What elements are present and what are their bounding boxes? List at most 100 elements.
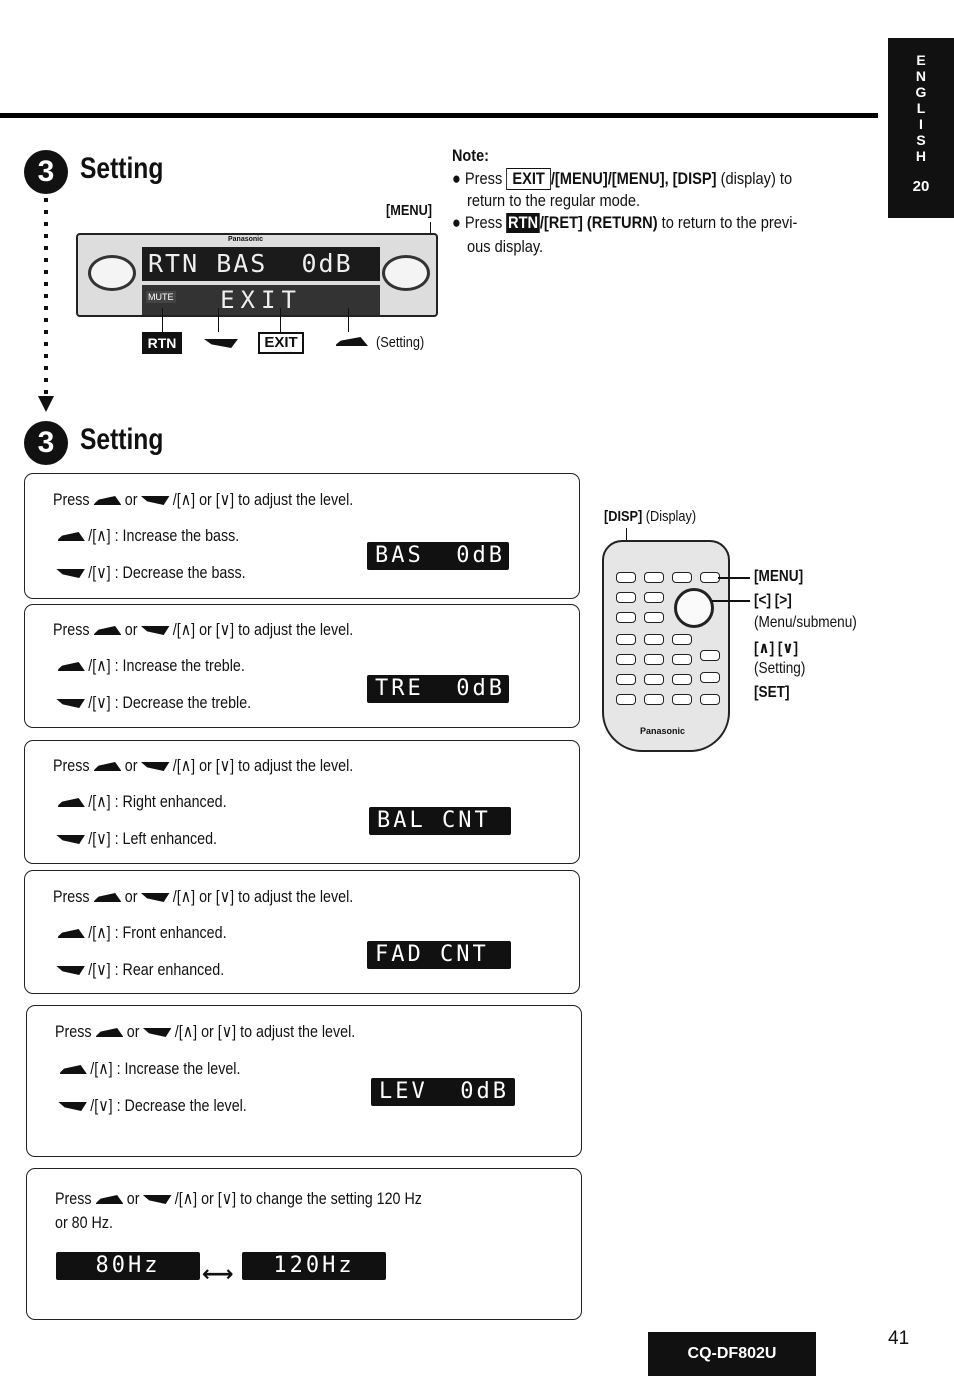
rtn-key: RTN [506, 213, 540, 233]
up-instruction: /[∧] : Front enhanced. [53, 923, 227, 943]
down-pointer-line [218, 308, 219, 332]
note-line-3: ● Press RTN/[RET] (RETURN) to return to … [452, 213, 797, 233]
up-instruction-text: /[∧] : Increase the level. [90, 1059, 241, 1078]
rtn-pointer-line [162, 308, 163, 332]
lang-letter: I [919, 116, 923, 132]
remote-button[interactable] [616, 674, 636, 685]
or-word: or [124, 887, 138, 906]
rtn-button[interactable]: RTN [142, 332, 182, 354]
press-word: Press [55, 1022, 92, 1041]
remote-button[interactable] [672, 654, 692, 665]
menu-button[interactable] [700, 572, 720, 583]
up-button-icon [56, 929, 85, 939]
remote-button[interactable] [644, 572, 664, 583]
press-instruction-text: /[∧] or [∨] to change the setting 120 Hz [174, 1189, 422, 1208]
or-word: or [124, 620, 138, 639]
section-title-main: Setting [80, 423, 164, 456]
lcd-readout: LEV 0dB [371, 1078, 515, 1106]
up-button-icon [56, 532, 85, 542]
jog-dial-icon[interactable] [674, 588, 714, 628]
remote-brand: Panasonic [640, 726, 686, 736]
remote-button[interactable] [616, 592, 636, 603]
down-button-icon[interactable] [204, 339, 238, 348]
page-number: 41 [888, 1328, 910, 1349]
down-button-icon [140, 626, 170, 636]
remote-button[interactable] [672, 634, 692, 645]
down-button-icon [140, 893, 170, 903]
note-line-1: ● Press EXIT/[MENU]/[MENU], [DISP] (disp… [452, 168, 792, 190]
press-instruction-text: /[∧] or [∨] to adjust the level. [172, 887, 354, 906]
remote-ud-label: [∧] [∨] [754, 640, 798, 657]
or-word: or [124, 756, 138, 775]
up-button-icon [94, 1028, 124, 1038]
flow-dotted-line [44, 198, 48, 398]
lang-letter: L [916, 100, 926, 116]
down-button-icon [58, 1102, 87, 1112]
remote-button[interactable] [616, 612, 636, 623]
flow-arrow-icon [38, 396, 54, 412]
remote-button[interactable] [672, 572, 692, 583]
down-button-icon [142, 1195, 172, 1205]
exit-pointer-line [280, 308, 281, 332]
up-button[interactable] [700, 650, 720, 661]
remote-button[interactable] [644, 654, 664, 665]
press-instruction-text: /[∧] or [∨] to adjust the level. [172, 620, 354, 639]
lang-letter: G [915, 84, 927, 100]
head-unit-display-bottom: EXIT [142, 285, 380, 315]
up-instruction: /[∧] : Increase the treble. [53, 656, 245, 676]
down-button-icon [140, 496, 170, 506]
up-button-icon [92, 893, 122, 903]
remote-button[interactable] [616, 634, 636, 645]
model-number: CQ-DF802U [648, 1332, 816, 1376]
down-button-icon [142, 1028, 172, 1038]
down-instruction-text: /[∨] : Rear enhanced. [88, 960, 225, 979]
remote-button[interactable] [616, 694, 636, 705]
up-button-icon [92, 496, 122, 506]
down-button-icon [56, 835, 85, 845]
step-number-top: 3 [24, 150, 68, 194]
remote-button[interactable] [616, 654, 636, 665]
remote-button[interactable] [672, 694, 692, 705]
note-text: ● Press [452, 169, 507, 188]
remote-lr-label: [<] [>] [754, 592, 792, 609]
note-text: (display) to [716, 169, 793, 188]
press-instruction-text: /[∧] or [∨] to adjust the level. [172, 490, 354, 509]
down-button-icon [56, 699, 85, 709]
lang-letter: S [916, 132, 926, 148]
language-page-number: 20 [912, 178, 930, 195]
remote-button[interactable] [644, 694, 664, 705]
down-instruction: /[∨] : Rear enhanced. [53, 960, 224, 980]
disp-desc: (Display) [645, 508, 697, 525]
down-button[interactable] [700, 672, 720, 683]
setting-caption: (Setting) [376, 334, 425, 351]
lang-letter: N [915, 68, 927, 84]
remote-button[interactable] [644, 634, 664, 645]
down-button-icon [56, 569, 85, 579]
set-button[interactable] [700, 694, 720, 705]
remote-control-illustration: Panasonic [602, 540, 730, 752]
lr-pointer-line [712, 600, 750, 602]
remote-button[interactable] [644, 592, 664, 603]
lcd-readout: TRE 0dB [367, 675, 509, 703]
disp-button[interactable] [616, 572, 636, 583]
lang-letter: E [916, 52, 926, 68]
or-word: or [126, 1189, 140, 1208]
exit-button[interactable]: EXIT [258, 332, 304, 354]
lcd-readout: BAS 0dB [367, 542, 509, 570]
up-button-icon[interactable] [334, 337, 368, 346]
remote-button[interactable] [644, 612, 664, 623]
remote-button[interactable] [644, 674, 664, 685]
down-instruction-text: /[∨] : Decrease the bass. [88, 563, 246, 582]
exit-key: EXIT [506, 168, 551, 190]
remote-button[interactable] [672, 674, 692, 685]
up-instruction-text: /[∧] : Right enhanced. [88, 792, 227, 811]
up-instruction-text: /[∧] : Increase the bass. [88, 526, 240, 545]
remote-ud-desc: (Setting) [754, 660, 806, 677]
